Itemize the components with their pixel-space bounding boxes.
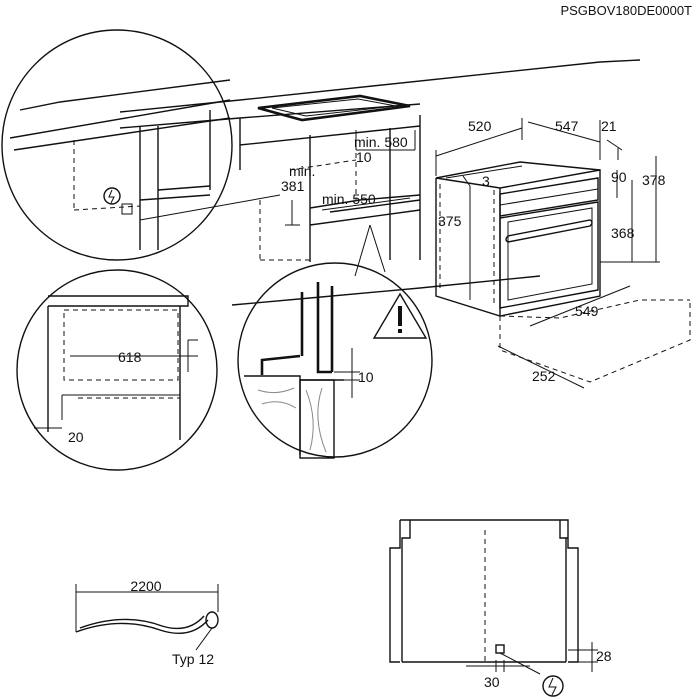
electrical-socket-icon [542, 675, 564, 697]
dim-368: 368 [611, 225, 635, 241]
dim-28: 28 [596, 648, 612, 664]
dim-min-550: min. 550 [322, 191, 376, 207]
dim-10-top: 10 [356, 149, 372, 165]
dim-3: 3 [482, 173, 490, 189]
dim-90: 90 [611, 169, 627, 185]
dim-378: 378 [642, 172, 666, 188]
detail-circle-socket [1, 29, 281, 261]
dim-20: 20 [68, 429, 84, 445]
dim-min-label: min. [289, 163, 315, 179]
detail-circle-warning [237, 224, 433, 459]
dim-549: 549 [575, 303, 599, 319]
cable-type: Typ 12 [172, 651, 214, 667]
oven-unit [435, 161, 601, 317]
detail-circle-width [16, 269, 218, 471]
dim-375: 375 [438, 213, 462, 229]
document-code: PSGBOV180DE0000T [560, 3, 692, 18]
dim-21: 21 [601, 118, 617, 134]
dim-252: 252 [532, 368, 556, 384]
oven-dimensions [435, 118, 691, 389]
dim-381: 381 [281, 178, 305, 194]
cabinet-perspective [119, 59, 641, 306]
dim-min-580: min. 580 [354, 134, 408, 150]
dim-30: 30 [484, 674, 500, 690]
dim-547: 547 [555, 118, 579, 134]
dim-2200: 2200 [130, 578, 161, 594]
warning-triangle-icon [372, 292, 428, 339]
power-cable [75, 584, 219, 651]
electrical-socket-icon [103, 187, 133, 215]
dim-520: 520 [468, 118, 492, 134]
dim-10-detail: 10 [358, 369, 374, 385]
dim-618: 618 [118, 349, 142, 365]
cabinet-top-view [389, 519, 598, 697]
